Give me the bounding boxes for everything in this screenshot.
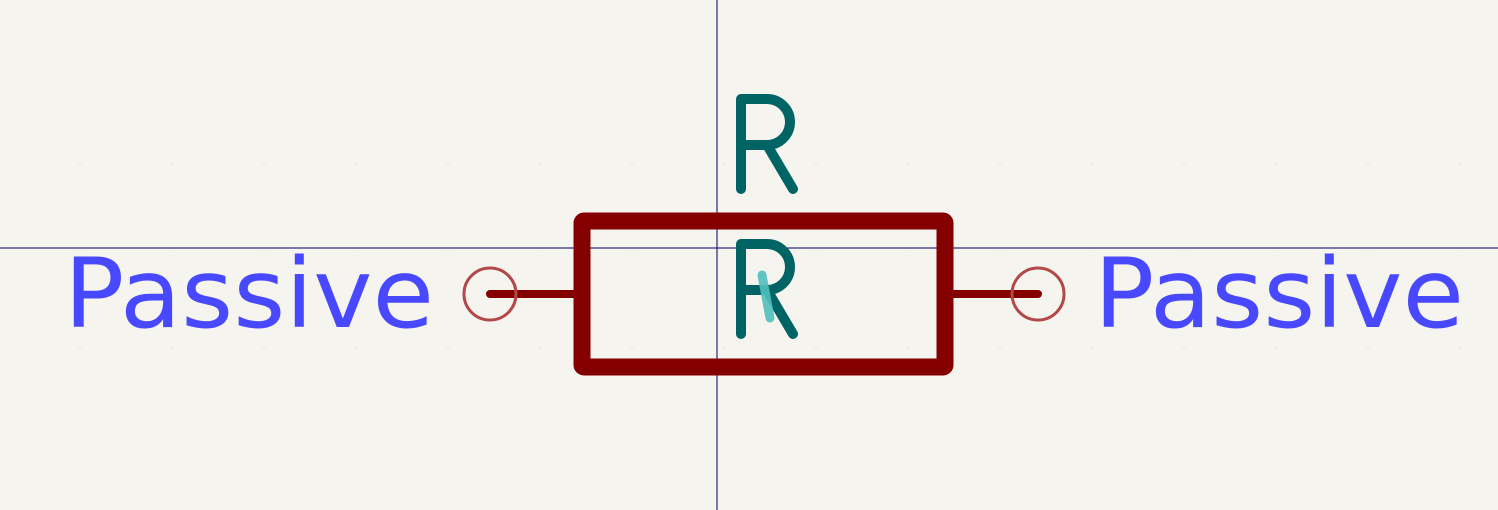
- grid-dot: [79, 163, 81, 165]
- grid-dot: [79, 439, 81, 441]
- grid-dot: [1367, 347, 1369, 349]
- grid-dot: [1183, 255, 1185, 257]
- grid-dot: [1459, 255, 1461, 257]
- grid-dot: [171, 71, 173, 73]
- grid-dot: [447, 439, 449, 441]
- grid-dot: [1367, 71, 1369, 73]
- grid-dot: [631, 163, 633, 165]
- cursor-mark: [757, 270, 775, 323]
- grid-dot: [1183, 347, 1185, 349]
- grid-dot: [263, 347, 265, 349]
- grid-dot: [1275, 71, 1277, 73]
- grid-dot: [1459, 439, 1461, 441]
- grid-dot: [79, 71, 81, 73]
- grid-dot: [1183, 163, 1185, 165]
- grid-dot: [171, 255, 173, 257]
- grid-dot: [1367, 255, 1369, 257]
- grid-dot: [1183, 439, 1185, 441]
- grid-dot: [263, 255, 265, 257]
- grid-dot: [907, 163, 909, 165]
- grid-dot: [1275, 439, 1277, 441]
- grid-dot: [1459, 163, 1461, 165]
- grid-dot: [723, 163, 725, 165]
- pin-right-type-label: Passive: [1094, 238, 1464, 350]
- grid-dot: [171, 439, 173, 441]
- grid-dot: [1459, 71, 1461, 73]
- grid-dot: [263, 71, 265, 73]
- grid-dot: [907, 255, 909, 257]
- grid-dot: [355, 347, 357, 349]
- grid-dot: [1183, 71, 1185, 73]
- grid-dot: [355, 439, 357, 441]
- grid-dot: [999, 439, 1001, 441]
- grid-dot: [447, 255, 449, 257]
- grid-dot: [999, 163, 1001, 165]
- grid-dot: [907, 71, 909, 73]
- grid-dot: [815, 439, 817, 441]
- grid-dot: [1091, 255, 1093, 257]
- grid-dot: [539, 347, 541, 349]
- grid-dot: [723, 347, 725, 349]
- pin-right-end-circle[interactable]: [1010, 266, 1066, 322]
- grid-dot: [1459, 347, 1461, 349]
- grid-dot: [447, 163, 449, 165]
- grid-dot: [1275, 347, 1277, 349]
- grid-dot: [1367, 439, 1369, 441]
- grid-dot: [1367, 163, 1369, 165]
- grid-dot: [631, 439, 633, 441]
- grid-dot: [723, 439, 725, 441]
- reference-designator-glyph[interactable]: [736, 94, 798, 194]
- pin-left-type-label: Passive: [64, 238, 434, 350]
- grid-dot: [1091, 347, 1093, 349]
- grid-dot: [447, 71, 449, 73]
- grid-dot: [1091, 439, 1093, 441]
- grid-dot: [171, 347, 173, 349]
- grid-dots: [79, 71, 1461, 441]
- grid-dot: [907, 347, 909, 349]
- resistor-body[interactable]: [573, 212, 954, 376]
- value-glyph[interactable]: [736, 239, 798, 339]
- grid-dot: [815, 163, 817, 165]
- grid-dot: [631, 255, 633, 257]
- grid-dot: [815, 71, 817, 73]
- grid-dot: [79, 255, 81, 257]
- pin-left-end-circle[interactable]: [462, 266, 518, 322]
- grid-dot: [263, 439, 265, 441]
- grid-dot: [1091, 71, 1093, 73]
- grid-dot: [539, 255, 541, 257]
- grid-dot: [815, 347, 817, 349]
- grid-dot: [539, 163, 541, 165]
- grid-dot: [447, 347, 449, 349]
- grid-dot: [999, 347, 1001, 349]
- grid-dot: [171, 163, 173, 165]
- grid-dot: [79, 347, 81, 349]
- grid-dot: [1275, 255, 1277, 257]
- grid-dot: [539, 439, 541, 441]
- grid-dot: [355, 163, 357, 165]
- grid-dot: [355, 71, 357, 73]
- grid-dot: [631, 71, 633, 73]
- grid-dot: [999, 71, 1001, 73]
- grid-dot: [355, 255, 357, 257]
- grid-dot: [1091, 163, 1093, 165]
- grid-dot: [907, 439, 909, 441]
- grid-dot: [815, 255, 817, 257]
- grid-dot: [539, 71, 541, 73]
- grid-dot: [999, 255, 1001, 257]
- grid-dot: [263, 163, 265, 165]
- grid-dot: [723, 255, 725, 257]
- grid-dot: [1275, 163, 1277, 165]
- grid-dot: [631, 347, 633, 349]
- grid-dot: [723, 71, 725, 73]
